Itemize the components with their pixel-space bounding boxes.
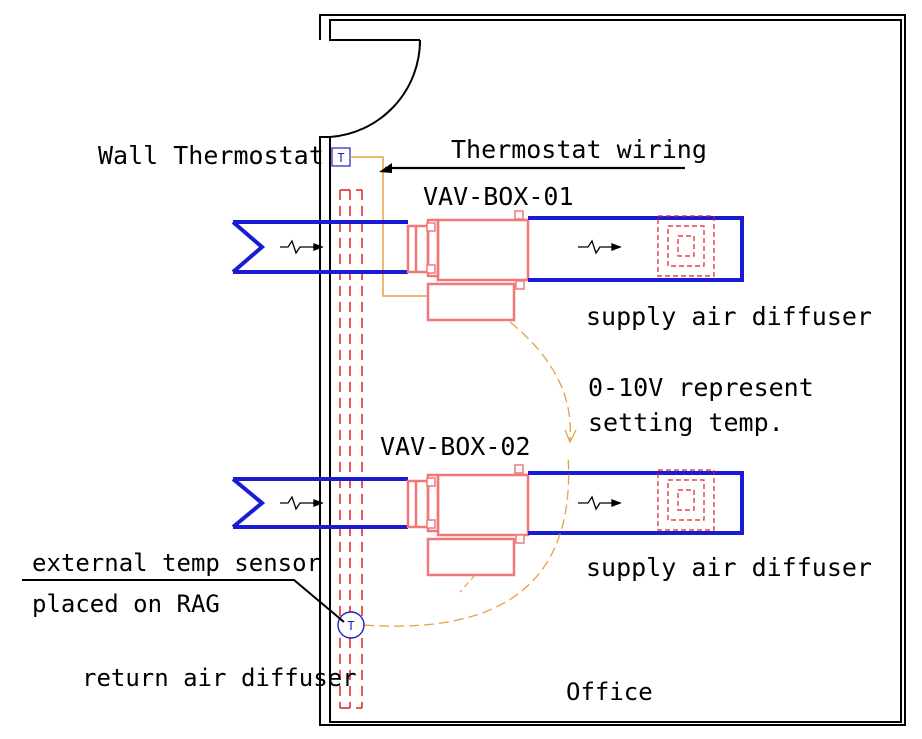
external-sensor-label-line1: external temp sensor xyxy=(32,549,321,577)
vav-box-01 xyxy=(406,218,530,322)
wall-thermostat-label: Wall Thermostat xyxy=(98,141,324,170)
thermostat-wiring-line xyxy=(350,156,428,297)
supply-air-diffuser-2-label: supply air diffuser xyxy=(586,553,872,582)
sensor-wiring xyxy=(363,454,570,627)
outer-wall xyxy=(319,14,906,726)
duct-flow-arrow-1 xyxy=(280,239,324,255)
supply-duct-outlet-1 xyxy=(528,216,744,282)
vav-box-02-terminals xyxy=(426,464,525,544)
thermostat-symbol: T xyxy=(337,151,344,165)
sensor-circle xyxy=(337,611,365,639)
vav-box-02-label: VAV-BOX-02 xyxy=(380,432,531,461)
vav-box-01-terminals xyxy=(426,210,525,290)
return-air-diffuser-label: return air diffuser xyxy=(82,664,357,692)
supply-duct-inlet-2 xyxy=(231,477,408,529)
wall-thermostat: T xyxy=(331,147,351,167)
signal-wiring-0-10v xyxy=(509,321,577,444)
vav-box-01-label: VAV-BOX-01 xyxy=(423,182,574,211)
duct-flow-arrow-3 xyxy=(280,495,324,511)
supply-air-diffuser-1-symbol xyxy=(657,215,715,277)
supply-duct-inlet-1 xyxy=(231,220,408,274)
thermostat-wiring-leader xyxy=(379,163,685,173)
vav-box-01-controller xyxy=(426,282,516,322)
thermostat-wiring-label: Thermostat wiring xyxy=(451,135,707,164)
vav-box-02 xyxy=(406,473,530,577)
vav-02-controller-drop xyxy=(459,574,476,593)
external-sensor-label-line2: placed on RAG xyxy=(32,590,220,618)
external-temp-sensor: T xyxy=(337,611,365,639)
supply-duct-outlet-2 xyxy=(528,471,744,535)
signal-label-line1: 0-10V represent xyxy=(588,373,814,402)
return-air-diffuser-symbol xyxy=(339,189,363,709)
office-walls xyxy=(319,14,906,726)
vav-box-02-controller xyxy=(426,537,516,577)
door-swing-arc xyxy=(329,39,422,138)
supply-air-diffuser-2-symbol xyxy=(657,469,715,531)
signal-label-line2: setting temp. xyxy=(588,408,784,437)
duct-flow-arrow-2 xyxy=(578,239,622,255)
supply-air-diffuser-1-label: supply air diffuser xyxy=(586,302,872,331)
external-sensor-leader xyxy=(22,579,345,623)
room-label: Office xyxy=(566,678,653,706)
sensor-symbol: T xyxy=(347,619,354,633)
duct-flow-arrow-4 xyxy=(578,495,622,511)
